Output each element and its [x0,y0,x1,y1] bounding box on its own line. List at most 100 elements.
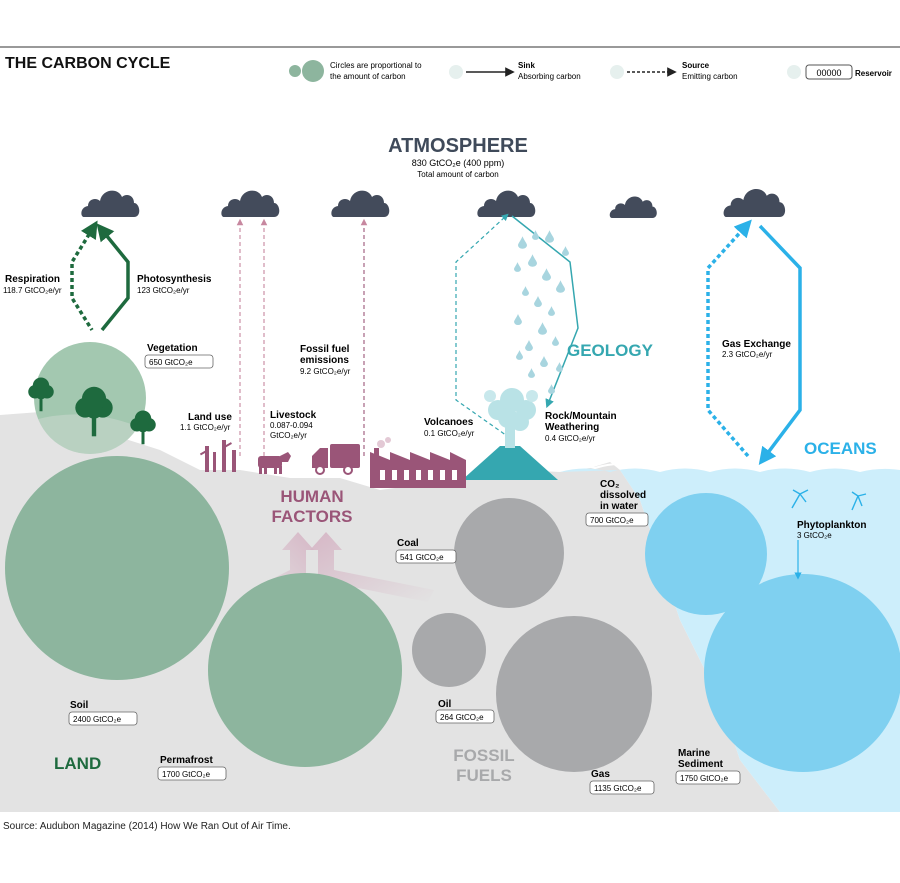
permafrost-circle [208,573,402,767]
gas-reservoir: Gas 1135 GtCO₂e [589,769,655,795]
legend-reservoir-box-text: 00000 [816,68,841,78]
phytoplankton-icon [791,489,867,511]
respiration-arrow [70,220,98,331]
raindrop-icon [556,362,563,372]
raindrop-icon [525,340,533,351]
atmosphere-label: ATMOSPHERE [388,135,528,157]
fossil-label-1: FOSSIL [453,746,514,765]
human-label-2: FACTORS [272,507,353,526]
legend-circles-text: Circles are proportional to [330,61,422,70]
respiration-label: Respiration [5,274,60,285]
legend-sink-desc: Absorbing carbon [518,72,581,81]
weathering-arrow [511,215,579,409]
raindrop-icon [545,230,554,243]
volcanoes-value: 0.1 GtCO₂e/yr [424,429,475,438]
coal-label: Coal [397,538,419,549]
gas-circle [496,616,652,772]
oceans-label: OCEANS [804,439,877,458]
marine-value-box [675,770,741,785]
land-use-label: Land use [188,412,232,423]
volcano-icon [462,388,558,480]
soil-value: 2400 GtCO₂e [73,715,122,724]
gas-exchange-source-arrow [706,219,752,458]
fossil-fuel-label-2: emissions [300,355,349,366]
weathering-label-2: Weathering [545,422,599,433]
page-title: THE CARBON CYCLE [5,55,171,72]
legend-sink-label: Sink [518,61,535,70]
vegetation-value: 650 GtCO₂e [149,358,193,367]
raindrop-icon [514,262,521,272]
co2-water-label-3: in water [600,501,638,512]
raindrop-icon [516,350,523,360]
legend-source-desc: Emitting carbon [682,72,738,81]
legend-small-circle [289,65,301,77]
vegetation-label: Vegetation [147,343,198,354]
photosynthesis-value: 123 GtCO₂e/yr [137,286,190,295]
coal-reservoir: Coal 541 GtCO₂e [395,538,457,564]
truck-icon [312,444,360,475]
raindrop-icon [532,230,539,240]
oil-value-box [435,709,495,724]
marine-label-1: Marine [678,748,711,759]
co2-water-label-1: CO₂ [600,479,619,490]
marine-sediment-circle [704,574,900,772]
weathering-label-1: Rock/Mountain [545,411,617,422]
cloud-icon [477,190,536,217]
oil-circle [412,613,486,687]
gas-exchange-value: 2.3 GtCO₂e/yr [722,350,773,359]
raindrop-icon [522,286,529,296]
permafrost-reservoir: Permafrost 1700 GtCO₂e [157,755,227,781]
human-label-1: HUMAN [280,487,343,506]
oil-value: 264 GtCO₂e [440,713,484,722]
co2-water-value: 700 GtCO₂e [590,516,634,525]
source-citation: Source: Audubon Magazine (2014) How We R… [3,821,291,832]
coal-value: 541 GtCO₂e [400,553,444,562]
coal-value-box [395,549,457,564]
legend-reservoir-circle [787,65,801,79]
raindrop-icon [534,296,542,307]
legend-reservoir-label: Reservoir [855,69,892,78]
legend-circles-text-2: the amount of carbon [330,72,406,81]
soil-value-box [68,711,138,726]
permafrost-value-box [157,766,227,781]
cloud-icon [723,188,786,217]
gas-exchange-label: Gas Exchange [722,339,791,350]
volcanoes-label: Volcanoes [424,417,474,428]
volcano-arrow [455,213,511,439]
photosynthesis-label: Photosynthesis [137,274,212,285]
marine-sediment-reservoir: Marine Sediment 1750 GtCO₂e [675,748,741,785]
legend-source-label: Source [682,61,710,70]
land-label: LAND [54,754,101,773]
legend-large-circle [302,60,324,82]
marine-value: 1750 GtCO₂e [680,774,729,783]
livestock-value-2: GtCO₂e/yr [270,431,307,440]
livestock-value-1: 0.087-0.094 [270,421,313,430]
raindrop-icon [528,254,537,267]
raindrop-icon [542,268,551,281]
raindrop-icon [556,280,565,293]
gas-exchange-sink-arrow [758,224,802,465]
cloud-icon [81,190,140,217]
co2-water-circle [645,493,767,615]
vegetation-reservoir: Vegetation 650 GtCO₂e [144,343,214,369]
soil-reservoir: Soil 2400 GtCO₂e [68,700,138,726]
atmosphere-value: 830 GtCO₂e (400 ppm) [412,158,505,168]
cloud-icon [331,190,390,217]
cow-icon [258,452,291,474]
livestock-label: Livestock [270,410,317,421]
fossil-fuel-value: 9.2 GtCO₂e/yr [300,367,351,376]
co2-water-reservoir: CO₂ dissolved in water 700 GtCO₂e [585,479,649,527]
geology-label: GEOLOGY [567,341,654,360]
raindrop-icon [528,368,535,378]
legend-sink-circle [449,65,463,79]
gas-value-box [589,780,655,795]
raindrop-icon [562,246,569,256]
fossil-fuel-label-1: Fossil fuel [300,344,350,355]
raindrop-icon [514,314,522,325]
ocean-waves [544,462,900,470]
cloud-icon [609,196,657,218]
co2-water-value-box [585,512,649,527]
oil-label: Oil [438,699,452,710]
